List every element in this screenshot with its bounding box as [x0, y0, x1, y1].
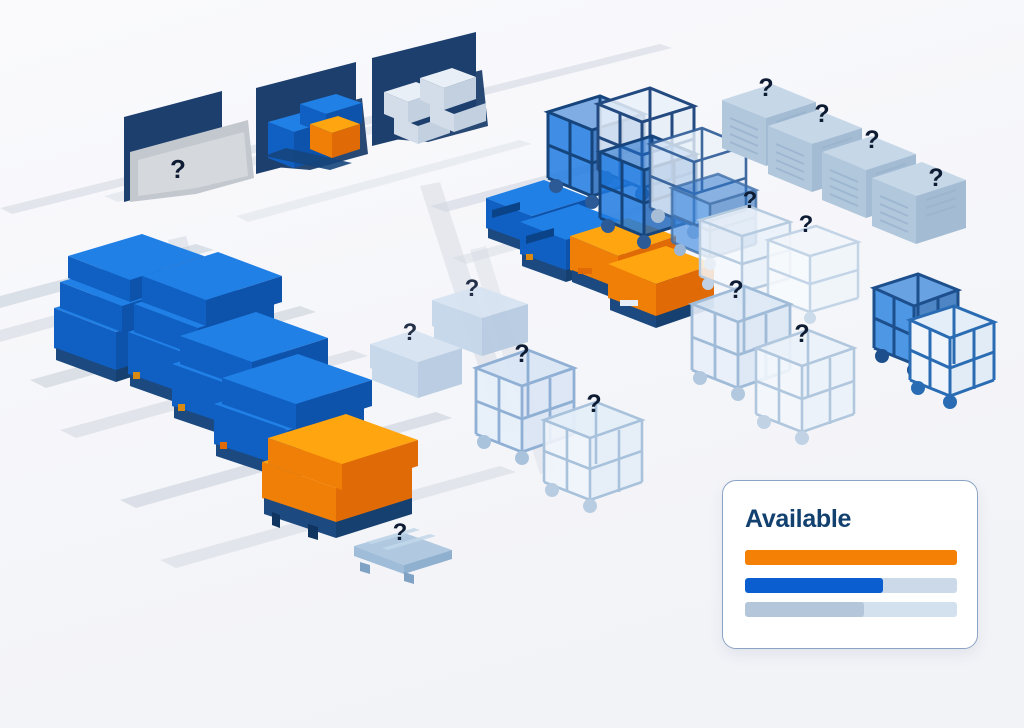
- bay-1-question-icon: ?: [170, 154, 186, 184]
- loading-bay-1: ?: [124, 91, 254, 202]
- ghost-cage-b: ?: [540, 390, 646, 513]
- ghost-cage-cluster-center: ? ?: [471, 340, 646, 513]
- ghost-pallet-1: ?: [370, 319, 462, 398]
- progress-bar-blue-fill: [745, 578, 883, 593]
- ghost-cage-f: ?: [752, 320, 858, 445]
- pallet-stack-orange-left: [262, 414, 418, 540]
- svg-text:?: ?: [465, 275, 480, 302]
- svg-text:?: ?: [794, 320, 809, 348]
- ghost-cage-cluster-right: ? ?: [687, 187, 862, 445]
- blue-pallet-row-left: ?: [54, 234, 452, 584]
- loading-bay-2: [256, 62, 368, 174]
- bay-3-pale-crates: [384, 68, 486, 144]
- gray-container-4: ?: [872, 162, 966, 244]
- progress-bar-orange: [745, 550, 957, 565]
- loading-bay-3: [372, 32, 488, 146]
- container-row-mid: [486, 180, 714, 328]
- roll-cage-empty-right: [905, 304, 999, 409]
- svg-text:?: ?: [758, 74, 773, 102]
- available-stock-card[interactable]: Available: [722, 480, 978, 649]
- progress-bar-orange-fill: [745, 550, 957, 565]
- orange-container-2: [608, 246, 714, 328]
- svg-text:?: ?: [799, 211, 814, 238]
- svg-text:?: ?: [814, 100, 829, 128]
- gray-container-row: ? ? ?: [722, 74, 966, 244]
- svg-text:?: ?: [514, 340, 529, 368]
- card-title: Available: [745, 505, 852, 533]
- progress-bar-gray: [745, 602, 957, 617]
- empty-pallet-question-icon: ?: [393, 519, 408, 546]
- roll-cage-pair-right: [869, 272, 999, 409]
- ghost-pallet-2: ?: [432, 275, 528, 356]
- ghost-pallet-group-center: ? ?: [370, 275, 528, 398]
- ghost-cage-c: ?: [696, 187, 794, 304]
- svg-text:?: ?: [743, 187, 758, 214]
- svg-text:?: ?: [586, 390, 601, 418]
- progress-bar-blue: [745, 578, 957, 593]
- empty-pallet-left: ?: [354, 519, 452, 584]
- bay-2-orange-stack: [310, 116, 360, 158]
- svg-text:?: ?: [403, 319, 418, 346]
- svg-text:?: ?: [864, 126, 879, 154]
- svg-text:?: ?: [928, 164, 943, 192]
- svg-text:?: ?: [728, 276, 743, 304]
- progress-bar-gray-fill: [745, 602, 864, 617]
